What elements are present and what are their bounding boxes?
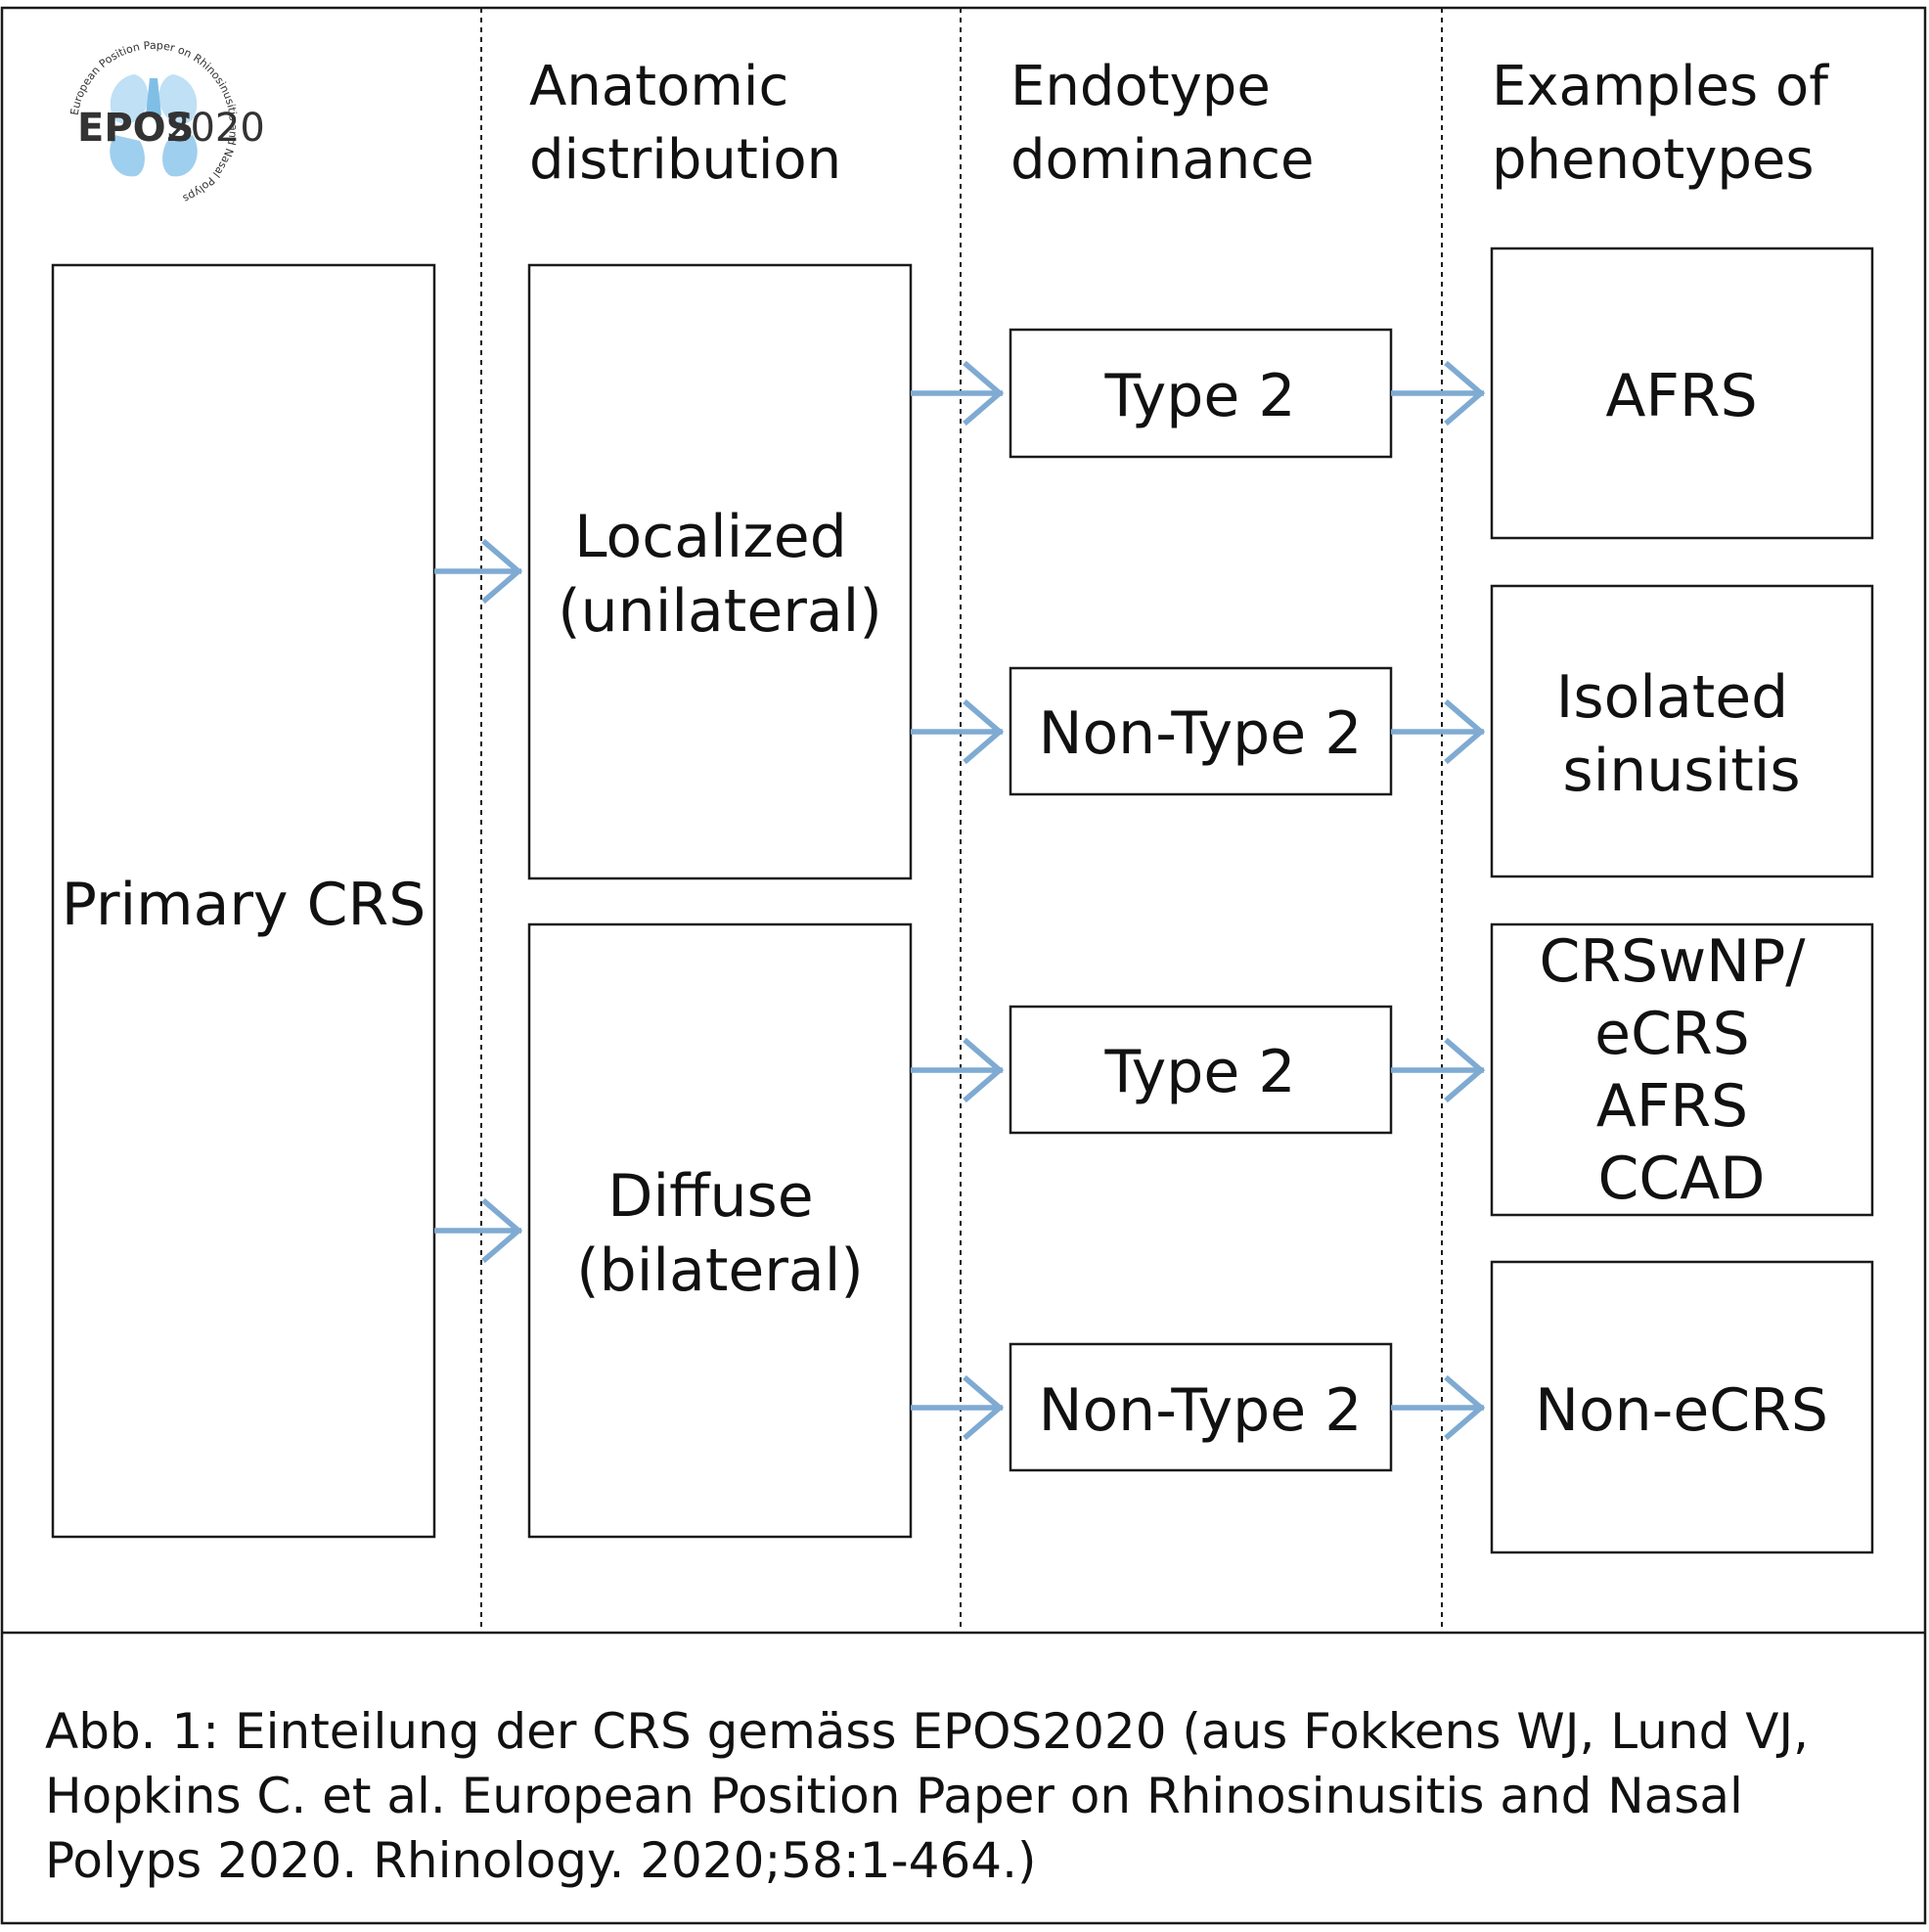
logo-wordmark: EPOS xyxy=(77,106,194,151)
header-anatomic-distribution: Anatomic distribution xyxy=(529,55,841,192)
node-phenotype-crswnp-ecrs-afrs-ccad: CRSwNP/ eCRS AFRS CCAD xyxy=(1490,922,1874,1217)
node-non-type2-diffuse: Non-Type 2 xyxy=(1009,1342,1393,1472)
logo-leaf-icon xyxy=(158,74,198,124)
node-phenotype-isolated-sinusitis: Isolated sinusitis xyxy=(1490,584,1874,878)
logo-sinus-icon xyxy=(162,135,198,177)
node-label: Non-eCRS xyxy=(1535,1376,1828,1445)
node-label: Non-Type 2 xyxy=(1039,1376,1363,1445)
header-endotype-dominance: Endotype dominance xyxy=(1010,55,1314,192)
node-label: Primary CRS xyxy=(62,871,426,939)
node-label: Non-Type 2 xyxy=(1039,699,1363,768)
arrow-diffuse-to-non-type2 xyxy=(911,1374,1005,1441)
node-label: Type 2 xyxy=(1103,1038,1295,1106)
node-phenotype-non-ecrs: Non-eCRS xyxy=(1490,1260,1874,1554)
node-type2-diffuse: Type 2 xyxy=(1009,1005,1393,1135)
arrow-non-type2-to-non-ecrs xyxy=(1391,1374,1486,1441)
logo-leaf-icon xyxy=(110,74,149,124)
arrow-localized-to-type2 xyxy=(911,360,1005,427)
node-label: AFRS xyxy=(1605,362,1757,430)
node-label: Localized (unilateral) xyxy=(558,503,882,646)
node-label: Diffuse (bilateral) xyxy=(576,1162,864,1305)
arrow-primary-to-diffuse xyxy=(434,1197,523,1264)
header-examples-of-phenotypes: Examples of phenotypes xyxy=(1492,55,1846,192)
epos2020-logo: EPOS 2020 European Position Paper on Rhi… xyxy=(68,39,265,205)
node-type2-localized: Type 2 xyxy=(1009,328,1393,459)
logo-nose-icon xyxy=(146,78,161,115)
node-localized-unilateral: Localized (unilateral) xyxy=(527,263,913,880)
arrow-non-type2-to-isolated-sinusitis xyxy=(1391,698,1486,765)
arrow-type2-to-afrs xyxy=(1391,360,1486,427)
logo-sinus-icon xyxy=(110,135,145,177)
node-label: CRSwNP/ eCRS AFRS CCAD xyxy=(1539,927,1823,1213)
logo-year: 2020 xyxy=(165,106,265,151)
arrow-localized-to-non-type2 xyxy=(911,698,1005,765)
node-label: Type 2 xyxy=(1103,362,1295,430)
arrow-diffuse-to-type2 xyxy=(911,1037,1005,1103)
arrow-primary-to-localized xyxy=(434,538,523,605)
node-non-type2-localized: Non-Type 2 xyxy=(1009,666,1393,796)
node-label: Isolated sinusitis xyxy=(1556,663,1808,805)
node-diffuse-bilateral: Diffuse (bilateral) xyxy=(527,922,913,1539)
node-phenotype-afrs: AFRS xyxy=(1490,247,1874,540)
figure-caption: Abb. 1: Einteilung der CRS gemäss EPOS20… xyxy=(45,1703,1824,1889)
node-primary-crs: Primary CRS xyxy=(51,263,436,1539)
outer-frame xyxy=(0,6,1927,1925)
arrow-type2-to-crswnp xyxy=(1391,1037,1486,1103)
